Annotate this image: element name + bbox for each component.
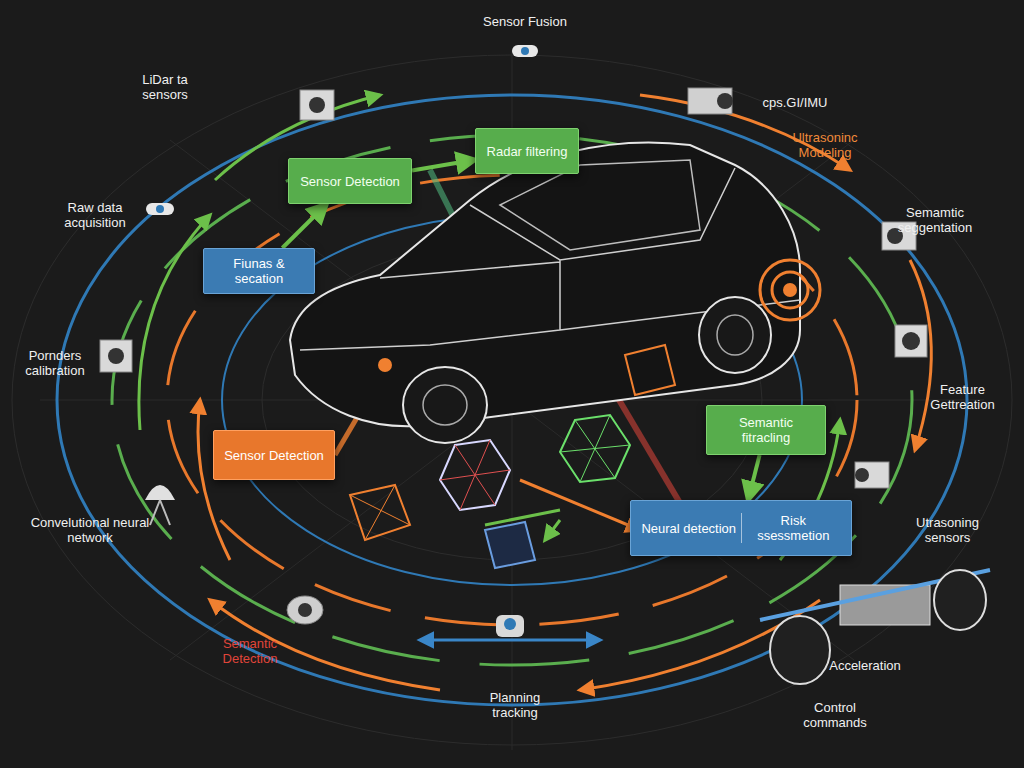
- sensor-node: [378, 358, 392, 372]
- sensor-label: LiDar ta sensors: [120, 72, 210, 102]
- flow-arrow: [282, 204, 326, 248]
- sensor-label: Ultrasoninc Modeling: [770, 130, 880, 160]
- sensor-body: [688, 88, 732, 114]
- sensor-body: [496, 615, 524, 637]
- sensor-label: Acceleration: [820, 658, 910, 673]
- sensor-body: [300, 90, 334, 120]
- sensor-lens: [855, 468, 869, 482]
- sensor-label: Control commands: [790, 700, 880, 730]
- sensor-body: [287, 596, 323, 624]
- drivetrain-wheel: [934, 570, 986, 630]
- box-text: Semantic fitracling: [713, 415, 819, 445]
- sensor-body: [895, 325, 927, 357]
- sensor-label: cps.GI/IMU: [745, 95, 845, 110]
- neural-cube: [350, 485, 410, 540]
- neural-mesh: [560, 415, 630, 482]
- process-box: Radar filtering: [475, 128, 579, 174]
- sensor-label: Convelutional neural network: [30, 515, 150, 545]
- sensor-label: Planning tracking: [470, 690, 560, 720]
- car-wheel: [717, 315, 753, 355]
- grid-line: [40, 50, 984, 750]
- flow-mark: [520, 480, 640, 530]
- ring-green: [112, 135, 912, 665]
- sensor-body: [145, 485, 175, 500]
- sensor-body: [855, 462, 889, 488]
- sensor-lens: [156, 205, 164, 213]
- neural-cube: [485, 522, 535, 568]
- sensor-label: Raw data acquisition: [50, 200, 140, 230]
- process-box: Sensor Detection: [288, 158, 412, 204]
- target-ring: [772, 272, 808, 308]
- sensor-lens: [902, 332, 920, 350]
- process-box: Fiunas & secation: [203, 248, 315, 294]
- car-wheel: [403, 367, 487, 443]
- target-ring: [783, 283, 797, 297]
- sensor-lens: [298, 603, 312, 617]
- process-box: Semantic fitracling: [706, 405, 826, 455]
- sensor-lens: [717, 93, 733, 109]
- drivetrain: [760, 570, 990, 684]
- neural-cube: [625, 345, 675, 395]
- process-box: Sensor Detection: [213, 430, 335, 480]
- flow-arrow: [412, 160, 475, 171]
- sensor-label: Semamtic seggentation: [880, 205, 990, 235]
- sensor-lens: [521, 47, 529, 55]
- box-text: Sensor Detection: [295, 174, 405, 189]
- sensor-label: Pornders calibration: [10, 348, 100, 378]
- sensor-body: [146, 203, 174, 215]
- neural-mesh: [560, 415, 630, 482]
- box-text: Radar filtering: [482, 144, 572, 159]
- sensor-lens: [309, 97, 325, 113]
- sensor-label: Utrasoning sensors: [900, 515, 995, 545]
- box-text: Risk ssessmetion: [741, 513, 846, 543]
- ring-arrow: [420, 639, 600, 642]
- sensor-label: Sensor Fusion: [470, 14, 580, 29]
- drivetrain-wheel: [770, 616, 830, 684]
- sensor-body: [512, 45, 538, 57]
- box-text: Sensor Detection: [220, 448, 328, 463]
- ring-blue: [57, 95, 967, 705]
- car-wheel: [699, 297, 771, 373]
- sensor-label: Feature Gettreation: [915, 382, 1010, 412]
- car-body: [290, 142, 800, 426]
- neural-mesh: [440, 440, 510, 510]
- sensor-label: Semantic Detection: [200, 636, 300, 666]
- sensor-stand: [150, 500, 170, 525]
- flow-mark: [485, 510, 560, 540]
- flow-arrow: [748, 455, 760, 500]
- process-box: Neural detectionRisk ssessmetion: [630, 500, 852, 556]
- sensor-icon: [100, 45, 927, 637]
- box-text: Neural detection: [637, 521, 741, 536]
- sensor-lens: [108, 348, 124, 364]
- sensor-body: [100, 340, 132, 372]
- sensor-lens: [504, 618, 516, 630]
- car-wheel: [423, 385, 467, 425]
- neural-cube: [350, 485, 410, 540]
- target-ring: [760, 260, 820, 320]
- box-text: Fiunas & secation: [210, 256, 308, 286]
- neural-mesh: [440, 440, 510, 510]
- ring-arrow: [198, 400, 230, 560]
- ring-arrow: [139, 215, 210, 430]
